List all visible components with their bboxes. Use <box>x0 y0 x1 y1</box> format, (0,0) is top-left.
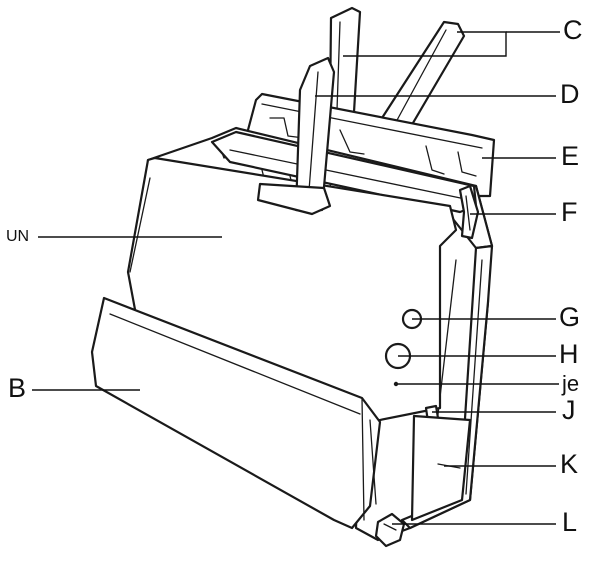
label-k: K <box>560 449 579 479</box>
feed-extension-c <box>328 6 466 130</box>
label-e: E <box>561 141 580 171</box>
label-j: J <box>562 395 576 425</box>
output-tray-b <box>90 296 382 530</box>
label-c: C <box>563 15 583 45</box>
label-h: H <box>559 339 579 369</box>
side-panel-k <box>410 414 472 522</box>
leader-lines <box>32 31 560 525</box>
label-f: F <box>561 197 578 227</box>
lock-lever-l <box>374 512 406 548</box>
label-l: L <box>562 507 578 537</box>
power-indicator <box>393 381 399 387</box>
label-a: UN <box>6 228 30 245</box>
feed-guides-f <box>210 130 480 240</box>
leader-c1 <box>343 31 507 57</box>
label-d: D <box>560 79 580 109</box>
label-g: G <box>559 302 581 332</box>
label-b: B <box>8 373 27 403</box>
label-i: je <box>562 371 580 396</box>
